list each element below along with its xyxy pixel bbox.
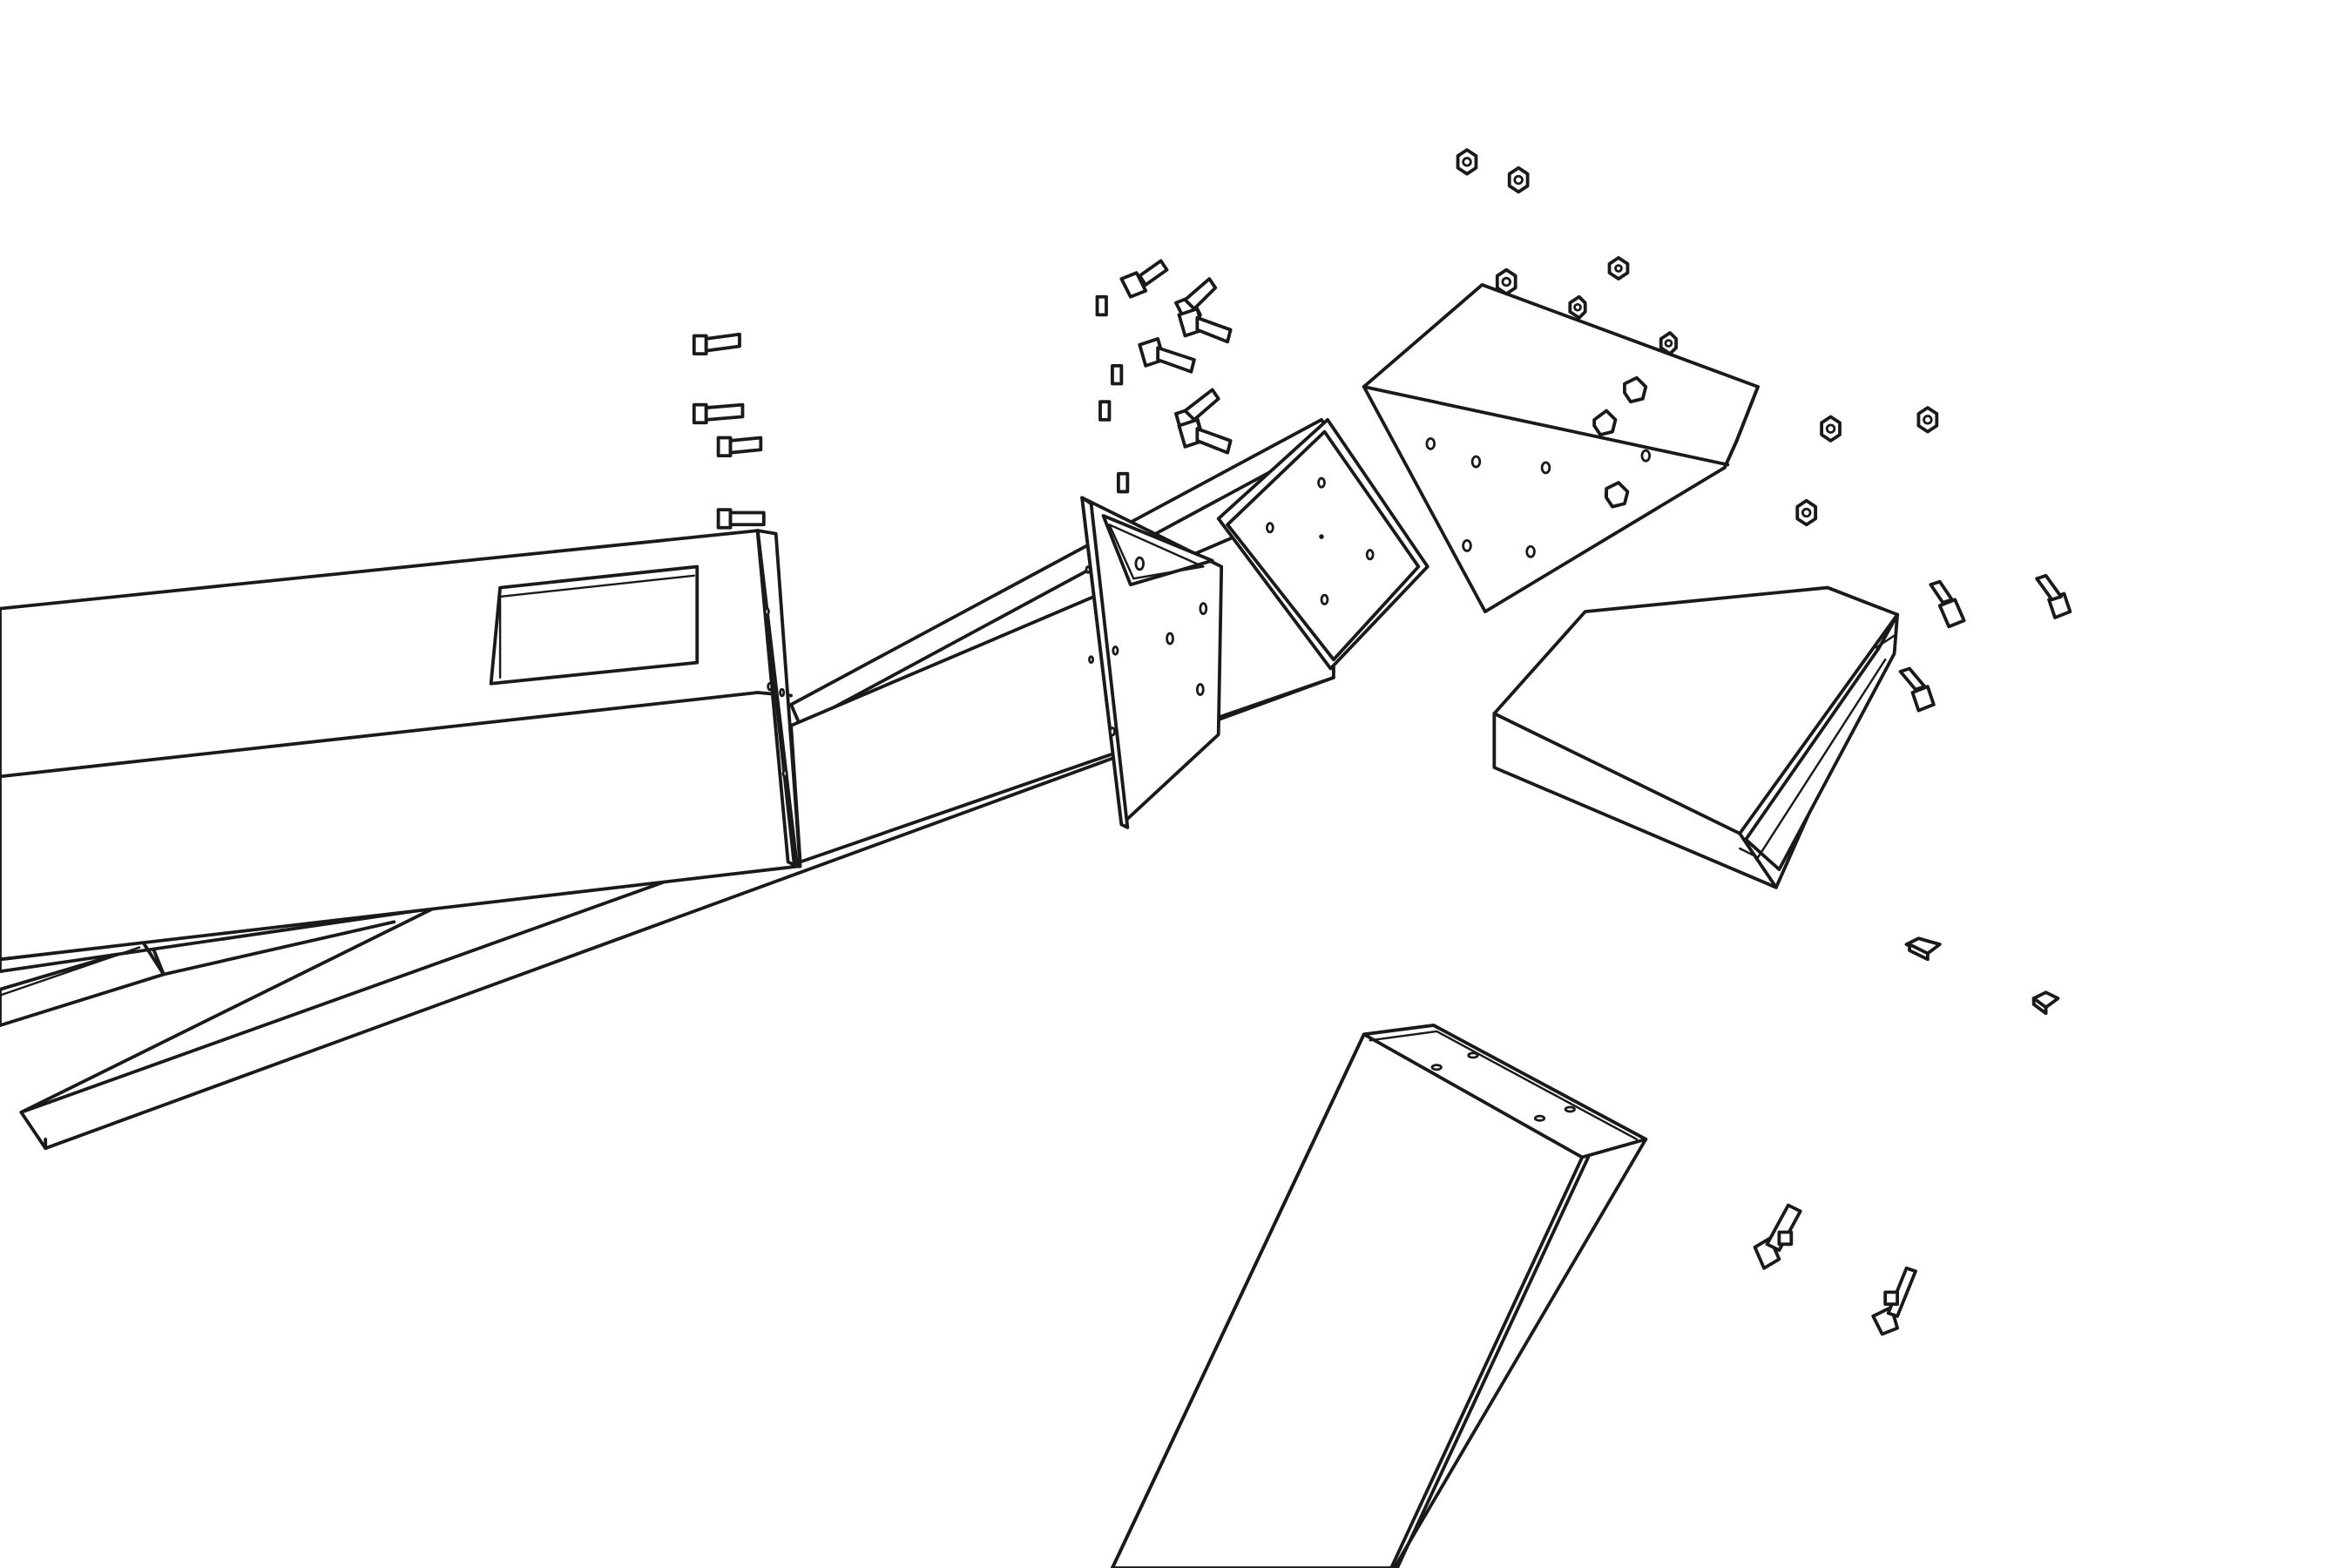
nut	[1568, 294, 1587, 320]
beam-window	[489, 564, 700, 686]
nut	[1607, 256, 1630, 280]
bolt	[716, 436, 763, 458]
nut	[1820, 415, 1842, 443]
vertical-post	[1111, 1024, 1648, 1568]
bolt-stub	[1095, 294, 1108, 317]
nut	[1495, 267, 1517, 296]
bolt-stub	[2031, 990, 2060, 1016]
nut	[1605, 481, 1630, 509]
bolt	[692, 402, 745, 425]
bolt	[1871, 1266, 1917, 1336]
nut	[1623, 375, 1648, 404]
bolt	[2035, 573, 2072, 619]
bolt	[692, 332, 741, 356]
bolt	[716, 508, 766, 530]
bolt	[1753, 1203, 1802, 1270]
bolt	[1898, 666, 1936, 713]
square-end-plate	[1216, 417, 1429, 671]
main-beam	[0, 529, 802, 962]
bolt-set	[692, 259, 2072, 1336]
nut	[1507, 166, 1530, 194]
nut-set	[1456, 148, 1939, 527]
bolt	[1177, 417, 1233, 455]
nut	[1456, 148, 1478, 176]
bolt-stub	[1116, 471, 1130, 494]
bolt	[1177, 307, 1233, 344]
bolt-stub	[1904, 936, 1942, 962]
bolt	[1138, 337, 1196, 374]
triangular-bracket-plate	[1080, 496, 1224, 829]
bolt-stub	[1111, 363, 1124, 386]
nut	[1795, 498, 1818, 527]
bolt	[1119, 259, 1169, 299]
bolt	[1929, 579, 1966, 629]
nut	[1592, 409, 1618, 436]
bolt-stub	[1098, 400, 1112, 422]
nut	[1659, 331, 1679, 356]
channel-sleeve-bracket	[1492, 585, 1900, 889]
nut	[1916, 406, 1939, 434]
